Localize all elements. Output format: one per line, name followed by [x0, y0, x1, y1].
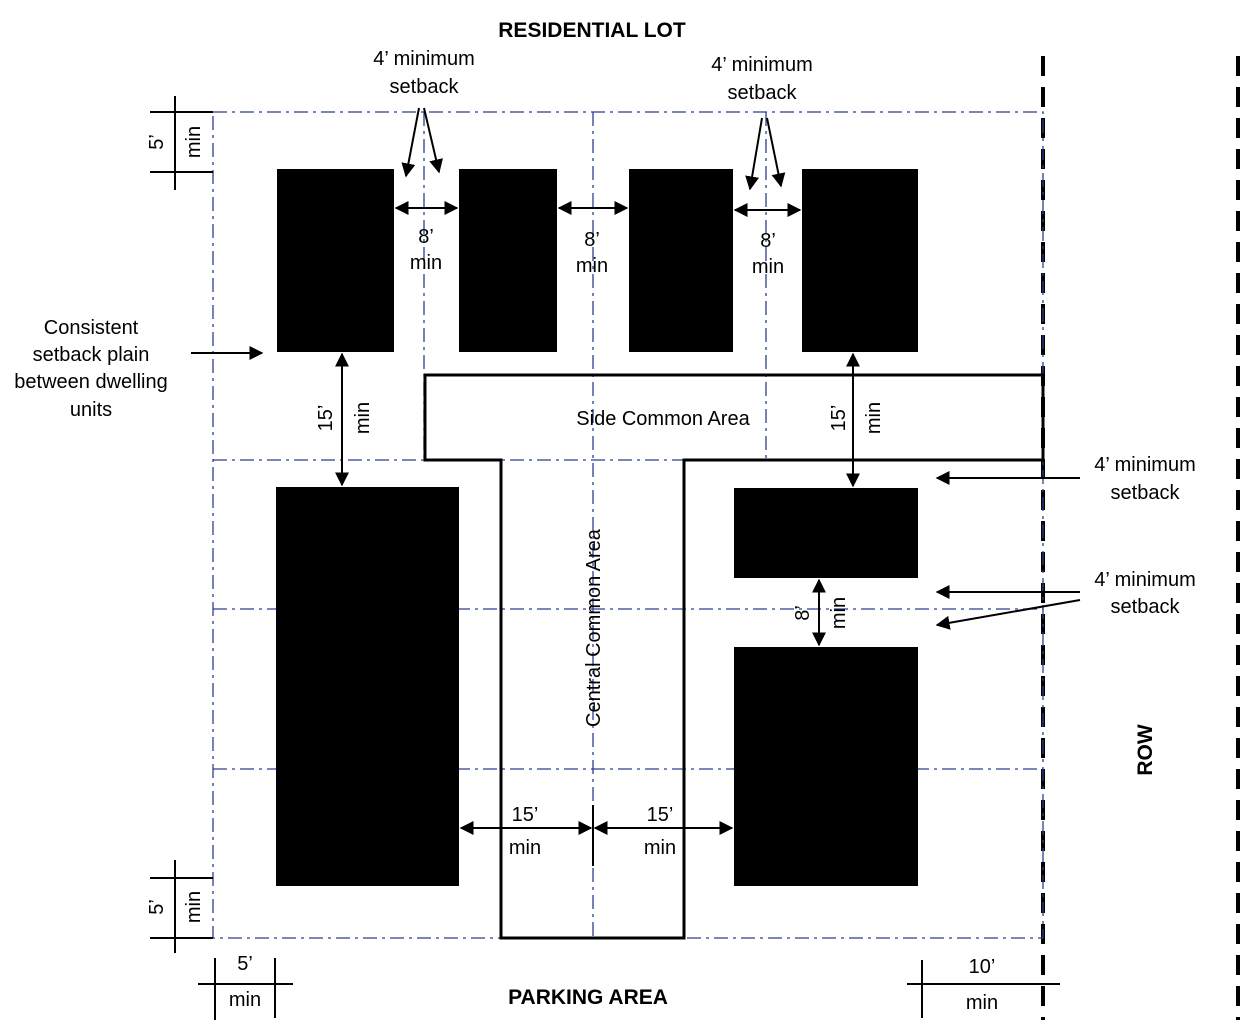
dwelling-unit [802, 169, 918, 352]
dim-15-hr-unit: min [644, 837, 676, 859]
dim-8-c-value: 8’ [760, 230, 776, 252]
consistent-setback-line3: between dwelling [14, 371, 167, 393]
dim-right-10-unit: min [966, 992, 998, 1014]
central-common-area-label: Central Common Area [583, 528, 605, 727]
dim-8-b-unit: min [576, 255, 608, 277]
consistent-setback-line2: setback plain [33, 344, 150, 366]
setback-top-right-line1: 4’ minimum [711, 54, 813, 76]
consistent-setback-line1: Consistent [44, 317, 139, 339]
dim-bottom-5-unit: min [183, 891, 205, 923]
dim-15-vl-unit: min [352, 402, 374, 434]
row-label: ROW [1134, 724, 1157, 776]
dim-8-a-value: 8’ [418, 226, 434, 248]
dim-8-c-unit: min [752, 256, 784, 278]
setback-right-2-line2: setback [1111, 596, 1181, 618]
setback-top-left-line1: 4’ minimum [373, 48, 475, 70]
setback-arrow [401, 107, 420, 178]
setback-right-1-line1: 4’ minimum [1094, 454, 1196, 476]
dim-8-right-value: 8’ [792, 605, 814, 621]
side-common-area-label: Side Common Area [576, 408, 750, 430]
setback-arrow [423, 107, 443, 174]
dim-left-5: 5’ min [198, 953, 293, 1020]
dim-left-5-value: 5’ [237, 953, 253, 975]
dwelling-unit [276, 487, 459, 886]
dim-15-hr-value: 15’ [647, 804, 674, 826]
dwelling-unit [629, 169, 733, 352]
dwelling-unit [734, 488, 918, 578]
dim-bottom-5: 5’ min [146, 860, 213, 953]
dim-8-right-unit: min [828, 597, 850, 629]
dim-top-5: 5’ min [146, 96, 213, 190]
dim-bottom-5-value: 5’ [146, 899, 168, 915]
setback-right-2-line1: 4’ minimum [1094, 569, 1196, 591]
dwelling-unit [734, 647, 918, 886]
setback-top-right-line2: setback [728, 82, 798, 104]
dim-15-vl-value: 15’ [315, 405, 337, 432]
dim-15-hl-unit: min [509, 837, 541, 859]
dim-top-5-unit: min [183, 126, 205, 158]
dim-top-5-value: 5’ [146, 134, 168, 150]
dwelling-unit [459, 169, 557, 352]
title-residential-lot: RESIDENTIAL LOT [498, 19, 686, 42]
dim-15-hl-value: 15’ [512, 804, 539, 826]
dim-right-10-value: 10’ [969, 956, 996, 978]
title-parking-area: PARKING AREA [508, 986, 668, 1009]
dwelling-units [276, 169, 918, 886]
consistent-setback-line4: units [70, 399, 112, 421]
dim-15-vr-unit: min [863, 402, 885, 434]
dwelling-unit [277, 169, 394, 352]
setback-right-1-line2: setback [1111, 482, 1181, 504]
setback-arrow [935, 599, 1081, 630]
setback-arrow [745, 117, 763, 191]
dim-left-5-unit: min [229, 989, 261, 1011]
setback-arrow [766, 117, 786, 188]
dim-8-a-unit: min [410, 252, 442, 274]
dim-8-b-value: 8’ [584, 229, 600, 251]
setback-top-left-line2: setback [390, 76, 460, 98]
common-area-outline [423, 373, 1045, 940]
dim-right-10: 10’ min [907, 956, 1060, 1018]
dim-15-vr-value: 15’ [828, 405, 850, 432]
